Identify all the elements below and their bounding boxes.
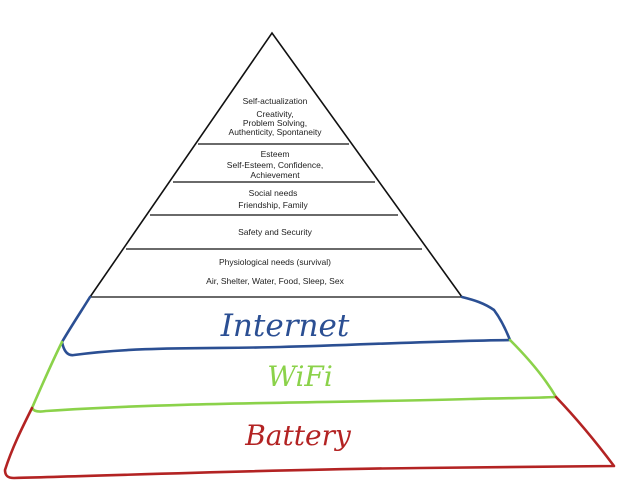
level-detail: Friendship, Family xyxy=(238,200,308,210)
pyramid-level-social-needs: Social needs Friendship, Family xyxy=(238,188,308,210)
level-detail: Creativity, xyxy=(256,109,293,119)
internet-outline xyxy=(60,295,512,357)
tier-battery: Battery xyxy=(3,395,616,480)
level-title: Self-actualization xyxy=(243,96,308,106)
level-title: Physiological needs (survival) xyxy=(219,257,331,267)
printed-pyramid xyxy=(89,31,463,298)
level-detail: Achievement xyxy=(250,170,300,180)
pyramid-level-self-actualization: Self-actualization Creativity, Problem S… xyxy=(229,96,323,137)
level-title: Esteem xyxy=(261,149,290,159)
pyramid-outline xyxy=(89,31,463,298)
level-detail: Authenticity, Spontaneity xyxy=(229,127,323,137)
level-detail: Air, Shelter, Water, Food, Sleep, Sex xyxy=(206,276,344,286)
battery-label: Battery xyxy=(244,419,352,452)
level-title: Safety and Security xyxy=(238,227,312,237)
pyramid-level-safety: Safety and Security xyxy=(238,227,312,237)
level-detail: Problem Solving, xyxy=(243,118,307,128)
battery-outline xyxy=(3,395,616,480)
level-title: Social needs xyxy=(249,188,298,198)
tier-internet: Internet xyxy=(60,295,512,357)
wifi-label: WiFi xyxy=(267,360,333,393)
pyramid-level-esteem: Esteem Self-Esteem, Confidence, Achievem… xyxy=(227,149,323,180)
pyramid-level-physiological: Physiological needs (survival) Air, Shel… xyxy=(206,257,344,286)
internet-label: Internet xyxy=(220,308,350,344)
level-detail: Self-Esteem, Confidence, xyxy=(227,160,323,170)
